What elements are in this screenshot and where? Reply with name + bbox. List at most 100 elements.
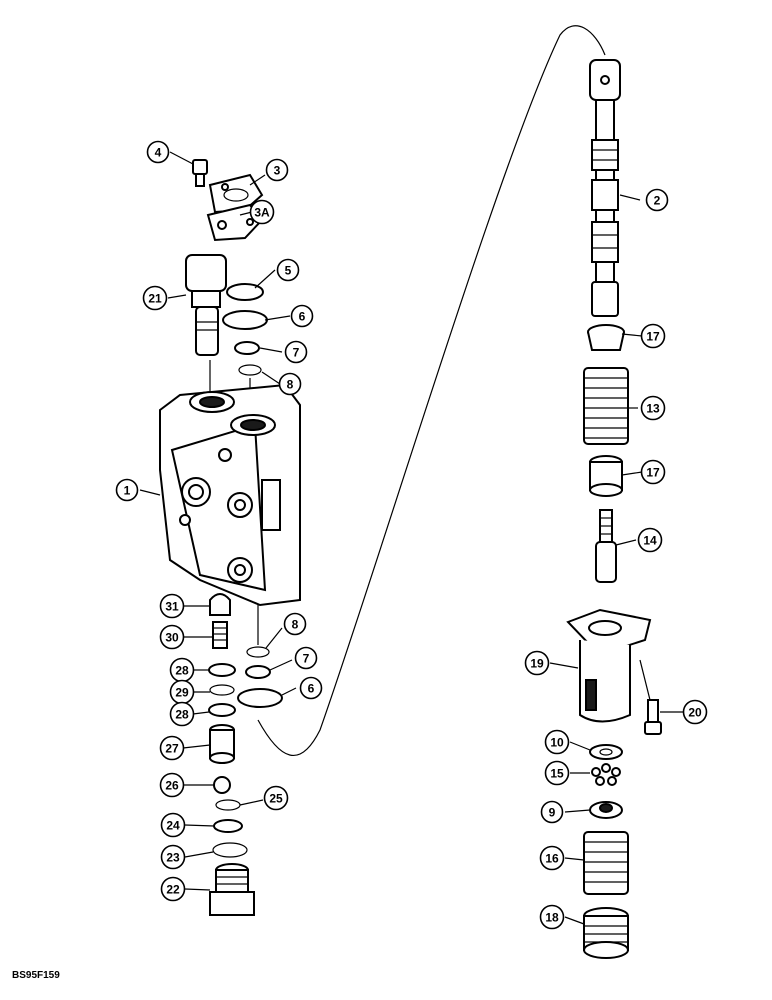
spool-part-2 — [589, 59, 621, 317]
callout-label: 21 — [148, 292, 162, 306]
valve-body-part-1 — [159, 383, 301, 607]
seal-part-5 — [226, 283, 264, 301]
callout-circle — [142, 285, 168, 311]
callout-label: 26 — [165, 779, 179, 793]
callout-label: 30 — [165, 631, 179, 645]
o-ring-part-8-upper — [238, 364, 262, 376]
callout-label: 2 — [654, 194, 661, 208]
callout-label: 28 — [175, 708, 189, 722]
ring-part-24 — [213, 819, 243, 833]
callout-25: 25 — [263, 785, 289, 811]
callout-8: 8 — [278, 372, 302, 396]
linkage-curve — [257, 25, 606, 757]
relief-valve-part-21 — [185, 254, 227, 356]
callout-circle — [263, 785, 289, 811]
callout-label: 29 — [175, 686, 189, 700]
callout-label: 5 — [285, 264, 292, 278]
callout-circle — [645, 188, 669, 212]
callout-label: 15 — [550, 767, 564, 781]
callout-circle — [539, 904, 565, 930]
callout-2: 2 — [645, 188, 669, 212]
callout-27: 27 — [159, 735, 185, 761]
callout-circle — [115, 478, 139, 502]
callout-circle — [283, 612, 307, 636]
callout-13: 13 — [640, 395, 666, 421]
callout-6: 6 — [290, 304, 314, 328]
callout-label: 31 — [165, 600, 179, 614]
callout-label: 27 — [165, 742, 179, 756]
callout-21: 21 — [142, 285, 168, 311]
callout-15: 15 — [544, 760, 570, 786]
callout-circle — [299, 676, 323, 700]
callout-label: 6 — [308, 682, 315, 696]
callout-circle — [159, 735, 185, 761]
ring-part-28-lower — [208, 703, 236, 717]
callout-label: 8 — [292, 618, 299, 632]
figure-code: BS95F159 — [12, 970, 60, 981]
spring-part-30 — [212, 621, 228, 649]
callout-label: 23 — [166, 851, 180, 865]
callout-circle — [637, 527, 663, 553]
callout-4: 4 — [146, 140, 170, 164]
callout-17: 17 — [640, 323, 666, 349]
callout-6: 6 — [299, 676, 323, 700]
callout-circle — [540, 800, 564, 824]
ball-part-26 — [213, 776, 231, 794]
ring-part-28-upper — [208, 663, 236, 677]
callout-label: 18 — [545, 911, 559, 925]
callout-9: 9 — [540, 800, 564, 824]
callout-circle — [159, 593, 185, 619]
callout-label: 17 — [646, 330, 660, 344]
washer-part-10 — [589, 744, 623, 760]
plug-part-22 — [209, 863, 255, 916]
callout-circle — [159, 772, 185, 798]
callout-circle — [290, 304, 314, 328]
backup-ring-part-7-lower — [245, 665, 271, 679]
o-ring-part-8-lower — [246, 646, 270, 658]
leader-lines — [139, 151, 683, 925]
callout-16: 16 — [539, 845, 565, 871]
callout-label: 16 — [545, 852, 559, 866]
callout-20: 20 — [682, 699, 708, 725]
cap-housing-part-19 — [566, 608, 652, 723]
callout-circle — [146, 140, 170, 164]
callout-label: 1 — [124, 484, 131, 498]
callout-circle — [284, 340, 308, 364]
cup-part-17-upper — [587, 324, 625, 351]
callout-label: 19 — [530, 657, 544, 671]
screw-part-4 — [192, 159, 208, 187]
bolt-part-14 — [595, 509, 617, 583]
callout-circle — [249, 199, 275, 225]
callout-group: 1233A45678131717142187631302829282726252… — [115, 140, 708, 930]
callout-label: 7 — [303, 652, 310, 666]
callout-3A: 3A — [249, 199, 275, 225]
callout-label: 7 — [293, 346, 300, 360]
callout-circle — [640, 459, 666, 485]
cup-part-17-lower — [589, 455, 623, 497]
callout-circle — [544, 760, 570, 786]
screw-part-20 — [639, 659, 662, 735]
callout-7: 7 — [294, 646, 318, 670]
callout-24: 24 — [160, 812, 186, 838]
callout-circle — [524, 650, 550, 676]
spring-part-16 — [583, 831, 629, 895]
callout-label: 10 — [550, 736, 564, 750]
callout-28: 28 — [169, 701, 195, 727]
callout-label: 25 — [269, 792, 283, 806]
callout-circle — [159, 624, 185, 650]
callout-circle — [278, 372, 302, 396]
callout-label: 8 — [287, 378, 294, 392]
spring-part-13 — [583, 367, 629, 445]
callout-label: 4 — [155, 146, 162, 160]
callout-label: 17 — [646, 466, 660, 480]
flange-cover-part-3 — [208, 173, 264, 214]
balls-part-15 — [591, 763, 621, 786]
callout-circle — [640, 323, 666, 349]
callout-circle — [544, 729, 570, 755]
callout-circle — [294, 646, 318, 670]
end-plug-part-18 — [583, 907, 629, 959]
callout-label: 22 — [166, 883, 180, 897]
ring-part-25 — [215, 799, 241, 811]
plunger-part-31 — [209, 593, 231, 616]
